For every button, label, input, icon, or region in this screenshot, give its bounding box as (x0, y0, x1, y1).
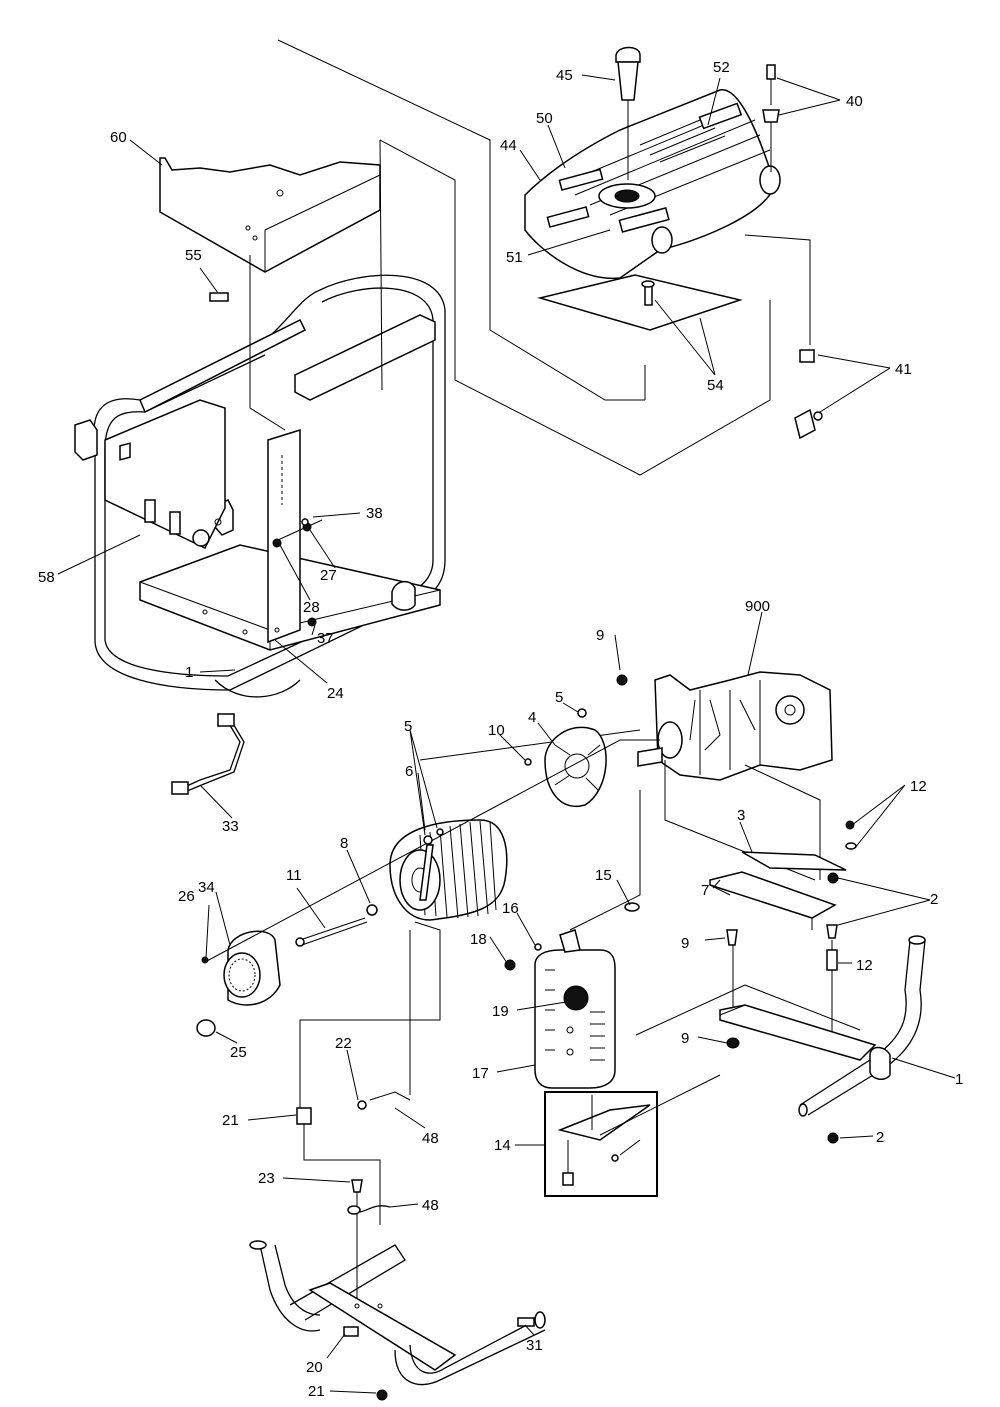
label-20: 20 (306, 1359, 323, 1376)
label-5-left: 5 (404, 718, 412, 735)
label-48-bottom: 48 (422, 1197, 439, 1214)
cradle-assembly (635, 820, 926, 1144)
cap-25 (196, 1019, 216, 1037)
label-10: 10 (488, 722, 505, 739)
handle-right (799, 939, 911, 1106)
label-45: 45 (556, 67, 573, 84)
label-14: 14 (494, 1137, 511, 1154)
label-21-bottom: 21 (308, 1383, 325, 1400)
label-23: 23 (258, 1170, 275, 1187)
label-26: 26 (178, 888, 195, 905)
label-58: 58 (38, 569, 55, 586)
frame-assembly (74, 157, 446, 698)
label-19: 19 (492, 1003, 509, 1020)
fuel-valve (799, 349, 815, 363)
engine-assembly (637, 671, 833, 881)
label-2-bottom: 2 (876, 1129, 884, 1146)
label-11: 11 (286, 867, 302, 884)
label-5-right: 5 (555, 689, 563, 706)
label-1-top: 1 (185, 664, 193, 681)
alternator-assembly (196, 674, 660, 1110)
label-54: 54 (707, 377, 724, 394)
label-18: 18 (470, 931, 487, 948)
bottom-handle-assembly (171, 713, 546, 1401)
label-15: 15 (595, 867, 612, 884)
label-27: 27 (320, 567, 337, 584)
label-48-top: 48 (422, 1130, 439, 1147)
label-7: 7 (701, 882, 709, 899)
frame-crossbar-top (139, 318, 307, 414)
muffler (534, 949, 616, 1089)
label-2-top: 2 (930, 891, 938, 908)
tank-pad (537, 274, 743, 331)
assembly-lines (249, 39, 811, 761)
bolt-40 (766, 64, 776, 80)
label-12-top: 12 (910, 778, 927, 795)
label-1-right: 1 (955, 1071, 963, 1088)
label-44: 44 (500, 137, 517, 154)
fuel-cap (615, 46, 641, 63)
label-55: 55 (185, 247, 202, 264)
label-24: 24 (327, 685, 344, 702)
label-17: 17 (472, 1065, 489, 1082)
label-37: 37 (317, 630, 334, 647)
handle-bottom (259, 1244, 321, 1332)
fuel-tank-assembly (524, 46, 823, 440)
label-51: 51 (506, 249, 523, 266)
label-4: 4 (528, 709, 536, 726)
label-55 (209, 292, 229, 302)
label-34: 34 (198, 879, 215, 896)
label-16: 16 (502, 900, 519, 917)
callout-labels: 60 45 52 40 50 44 55 51 54 41 38 27 58 2… (38, 59, 963, 1400)
wire-harness (177, 721, 241, 791)
label-9-bottom: 9 (681, 1030, 689, 1047)
upright-panel (267, 428, 301, 644)
label-33: 33 (222, 818, 239, 835)
label-9-mid: 9 (681, 935, 689, 952)
label-28: 28 (303, 599, 320, 616)
cradle-plate-7 (709, 871, 837, 919)
label-12-bottom: 12 (856, 957, 873, 974)
label-22: 22 (335, 1035, 352, 1052)
label-9-top: 9 (596, 627, 604, 644)
callout-leaders (57, 74, 956, 1394)
label-6: 6 (405, 763, 413, 780)
engine-900 (654, 671, 833, 781)
kit-box-14 (544, 1091, 658, 1197)
engine-adapter (544, 726, 607, 807)
label-52: 52 (713, 59, 730, 76)
nut-9 (616, 674, 628, 686)
label-21-top: 21 (222, 1112, 239, 1129)
label-900: 900 (745, 598, 770, 615)
label-31: 31 (526, 1337, 543, 1354)
control-panel (104, 399, 226, 549)
label-40: 40 (846, 93, 863, 110)
label-3: 3 (737, 807, 745, 824)
muffler-assembly (504, 790, 721, 1197)
label-8: 8 (340, 835, 348, 852)
cradle-plate-3 (741, 851, 847, 871)
label-38: 38 (366, 505, 383, 522)
label-50: 50 (536, 110, 553, 127)
label-60: 60 (110, 129, 127, 146)
label-41: 41 (895, 361, 912, 378)
label-25: 25 (230, 1044, 247, 1061)
